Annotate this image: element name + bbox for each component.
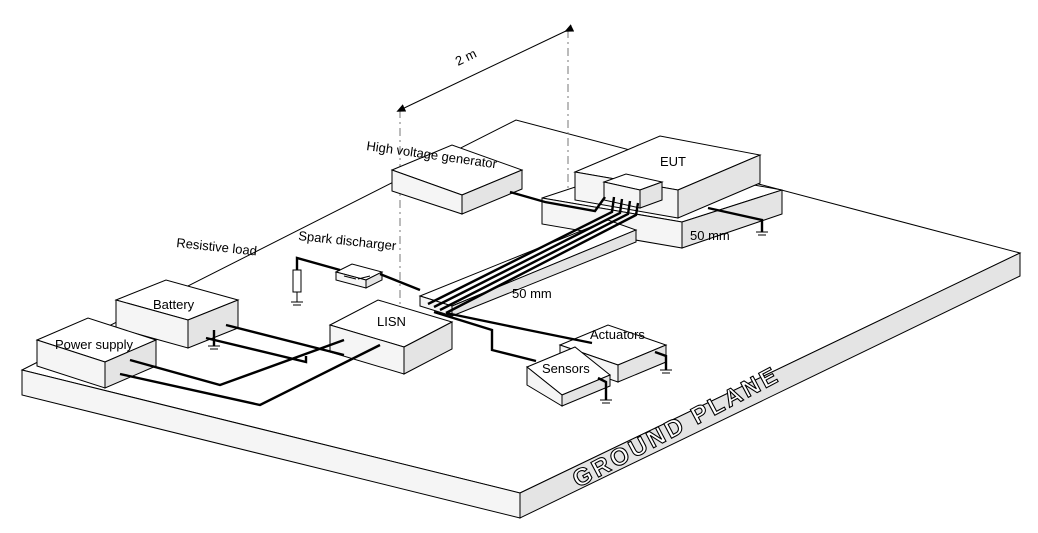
resistive-load-label: Resistive load: [176, 235, 258, 258]
distance-label: 2 m: [453, 46, 479, 69]
eut-box: [573, 135, 762, 219]
resistive-load: [291, 269, 303, 306]
eut-label: EUT: [660, 154, 686, 169]
spark-discharger: [334, 263, 384, 289]
battery-box: [114, 279, 240, 349]
harness-support-strip: [418, 219, 638, 317]
actuators-label: Actuators: [590, 327, 645, 342]
high-voltage-generator-box: [390, 144, 524, 215]
ground-symbols: [208, 206, 768, 404]
sensors-label: Sensors: [542, 361, 590, 376]
height-harness-label: 50 mm: [512, 286, 552, 301]
sensors-box: [526, 346, 611, 407]
power-supply-label: Power supply: [55, 337, 134, 352]
wiring-harness: [119, 190, 640, 407]
dimension-2m: [396, 24, 575, 305]
battery-label: Battery: [153, 297, 195, 312]
lisn-box: [328, 299, 454, 375]
height-eut-label: 50 mm: [690, 228, 730, 243]
lisn-label: LISN: [377, 314, 406, 329]
